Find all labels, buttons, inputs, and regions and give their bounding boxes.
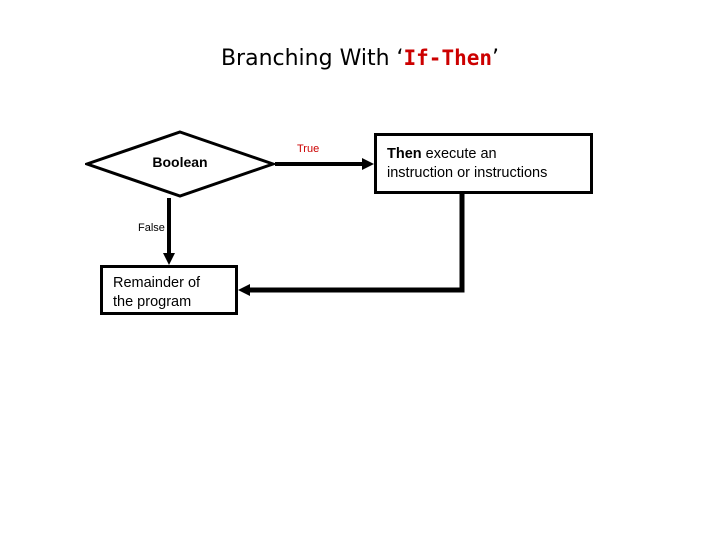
decision-label: Boolean [152,154,208,170]
title-keyword: If-Then [403,46,493,70]
remainder-node-text: Remainder of the program [113,274,237,312]
then-line1-rest: execute an [421,146,497,162]
edge-label-true: True [297,143,320,155]
page-title: Branching With ‘If-Then’ [0,46,720,71]
remainder-line1: Remainder of [113,275,201,291]
edge-label-false: False [138,222,165,234]
then-keyword: Then [387,146,422,162]
diamond-shape [85,130,275,198]
decision-node[interactable]: Boolean [85,130,275,198]
remainder-line2: the program [113,294,192,310]
then-line2: instruction or instructions [387,165,548,181]
title-suffix: ’ [492,46,500,71]
title-prefix: Branching With ‘ [220,46,404,71]
then-process-node[interactable]: Then execute an instruction or instructio… [374,133,593,194]
then-node-text: Then execute an instruction or instructio… [387,145,589,183]
remainder-process-node[interactable]: Remainder of the program [100,265,238,315]
